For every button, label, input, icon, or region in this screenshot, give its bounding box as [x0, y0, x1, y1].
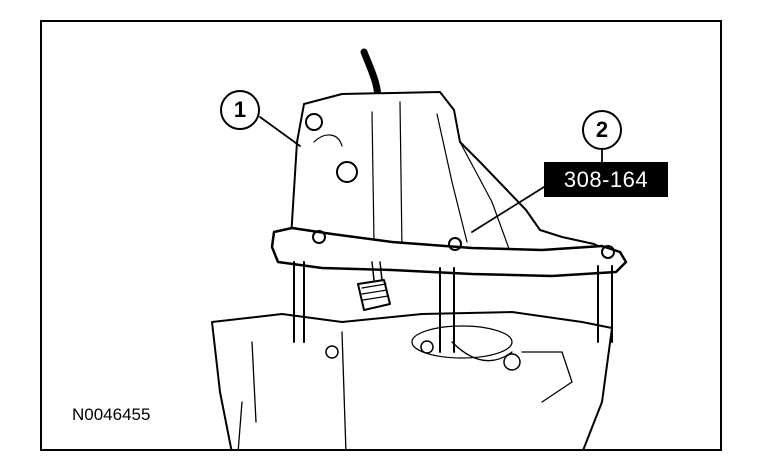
lower-housing — [211, 311, 613, 449]
callout-1-number: 1 — [233, 97, 247, 122]
mounting-plate — [270, 226, 628, 278]
transmission-illustration — [211, 48, 628, 449]
figure-id: N0046455 — [72, 405, 151, 424]
post-mid — [439, 267, 455, 353]
post-left — [293, 261, 305, 343]
tool-number-label: 308-164 — [544, 162, 668, 197]
callout-2: 2 — [582, 110, 622, 150]
callout-2-number: 2 — [595, 117, 609, 142]
illustration-frame: 1 2 308-164 N0046455 — [40, 20, 722, 451]
leader-line-tool — [471, 186, 545, 233]
leader-line-1 — [259, 116, 301, 147]
post-right — [597, 265, 613, 343]
callout-1: 1 — [220, 90, 260, 130]
gear — [357, 279, 391, 311]
